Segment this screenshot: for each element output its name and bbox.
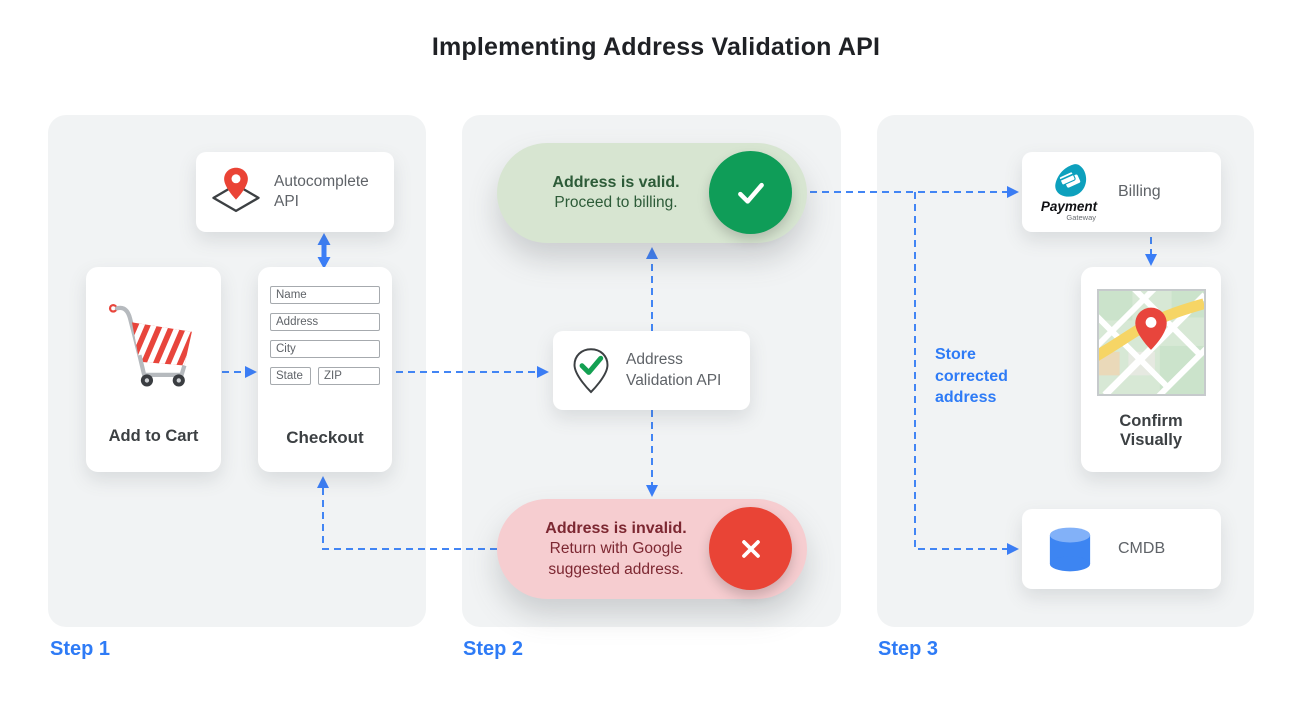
check-icon xyxy=(737,182,764,204)
address-validation-api-label: Address Validation API xyxy=(626,351,722,389)
address-valid-subtitle: Proceed to billing. xyxy=(554,194,678,212)
payment-logo-title: Payment xyxy=(1040,199,1098,215)
confirm-visually-card: Confirm Visually xyxy=(1081,267,1221,472)
diagram-title: Implementing Address Validation API xyxy=(431,33,881,61)
address-invalid-text: Address is invalid. Return with Google s… xyxy=(525,518,707,580)
checkout-card: Name Address City State ZIP Checkout xyxy=(258,267,392,472)
map-image xyxy=(1097,289,1206,396)
billing-label: Billing xyxy=(1118,182,1161,200)
x-icon xyxy=(741,539,760,558)
payment-logo-subtitle: Gateway xyxy=(1066,212,1096,222)
cmdb-card: CMDB xyxy=(1022,509,1221,589)
cart-icon xyxy=(108,304,192,387)
confirm-visually-label: Confirm Visually xyxy=(1119,412,1183,449)
address-valid-pill: Address is valid. Proceed to billing. xyxy=(497,143,807,243)
name-field: Name xyxy=(270,286,380,304)
checkout-form: Name Address City State ZIP xyxy=(270,286,380,394)
cmdb-label: CMDB xyxy=(1118,539,1166,557)
add-to-cart-card: Add to Cart xyxy=(86,267,221,472)
checkout-label: Checkout xyxy=(286,428,364,447)
address-valid-title: Address is valid. xyxy=(552,174,680,192)
payment-gateway-icon xyxy=(1055,164,1087,197)
database-icon xyxy=(1049,527,1091,572)
x-circle xyxy=(709,507,792,590)
address-invalid-subtitle: Return with Google suggested address. xyxy=(548,540,684,578)
address-invalid-pill: Address is invalid. Return with Google s… xyxy=(497,499,807,599)
billing-card: Payment Gateway Billing xyxy=(1022,152,1221,232)
autocomplete-api-card: Autocomplete API xyxy=(196,152,394,232)
address-field: Address xyxy=(270,313,380,331)
address-invalid-title: Address is invalid. xyxy=(545,519,687,537)
check-circle xyxy=(709,151,792,234)
address-valid-text: Address is valid. Proceed to billing. xyxy=(525,172,707,214)
add-to-cart-label: Add to Cart xyxy=(108,427,199,445)
step1-label: Step 1 xyxy=(50,638,111,660)
payment-gateway-logo: Payment Gateway xyxy=(1036,162,1102,222)
autocomplete-api-label: Autocomplete API xyxy=(274,172,369,210)
address-validation-api-card: Address Validation API xyxy=(553,331,750,410)
zip-field: ZIP xyxy=(318,367,380,385)
map-pin-diamond-icon xyxy=(212,167,260,213)
city-field: City xyxy=(270,340,380,358)
store-corrected-address-note: Store corrected address xyxy=(935,346,1008,407)
step3-label: Step 3 xyxy=(878,638,939,660)
step2-label: Step 2 xyxy=(463,638,524,660)
map-image-icon xyxy=(1099,291,1204,394)
state-field: State xyxy=(270,367,311,385)
pin-check-icon xyxy=(573,347,609,393)
